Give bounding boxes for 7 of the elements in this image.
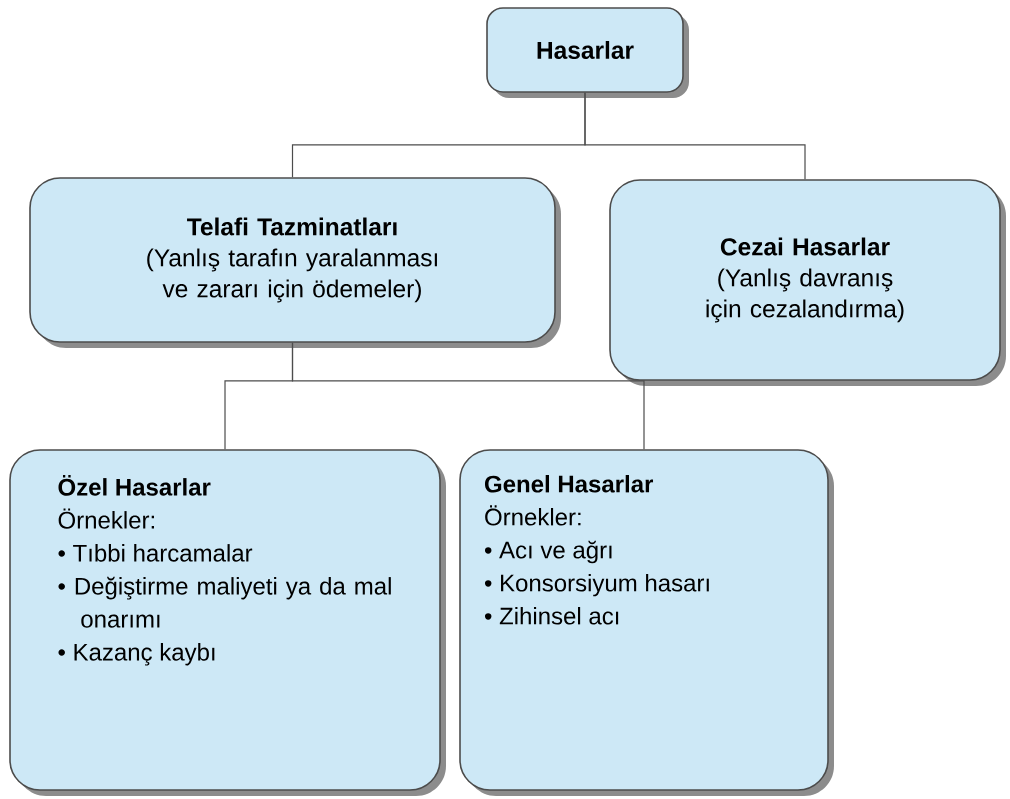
- damage-box: Hasarlar: [486, 7, 689, 98]
- damage-box: Cezai Hasarlar (Yanlış davranış için cezalandırma): [609, 179, 1006, 386]
- connector-line: [291, 342, 645, 450]
- damage-box: Telafi Tazminatları (Yanlış tarafın yaralanması ve zararı için ödemeler): [29, 177, 561, 348]
- connector-line: [584, 92, 806, 180]
- damage-box: Özel Hasarlar Örnekler: • Tıbbi harcamalar • Değiştirme maliyeti ya da mal onarımı • Kazanç kaybı: [9, 449, 446, 796]
- damage-box: Genel Hasarlar Örnekler: • Acı ve ağrı • Konsorsiyum hasarı • Zihinsel acı: [459, 449, 834, 796]
